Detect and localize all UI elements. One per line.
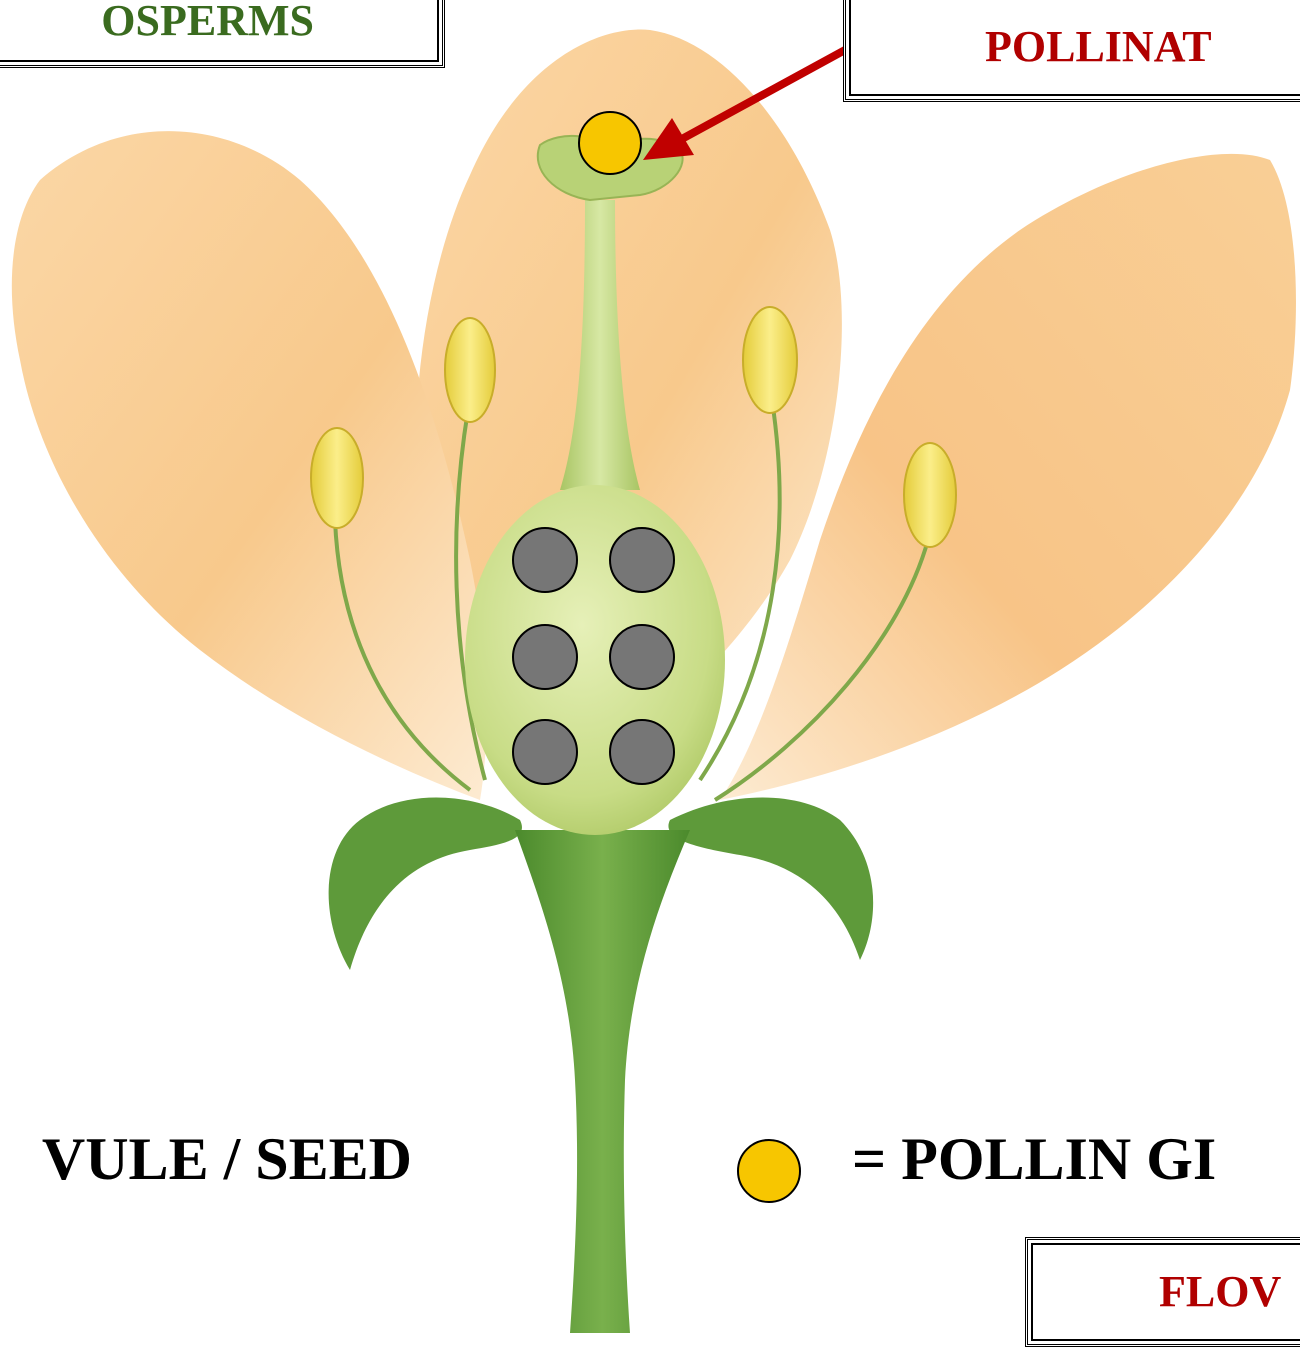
sepal-left bbox=[329, 798, 522, 971]
title-box: OSPERMS bbox=[0, 0, 445, 68]
pollination-text: POLLINAT bbox=[985, 21, 1212, 72]
sepal-right bbox=[668, 798, 873, 961]
stem bbox=[515, 830, 690, 1333]
title-text: OSPERMS bbox=[101, 0, 314, 46]
ovule-legend-text: VULE / SEED bbox=[42, 1125, 412, 1194]
ovule bbox=[513, 528, 577, 592]
ovule bbox=[610, 625, 674, 689]
ovule bbox=[610, 720, 674, 784]
pollination-box: POLLINAT bbox=[843, 0, 1300, 102]
petal-left bbox=[12, 131, 487, 800]
legend-pollen-symbol bbox=[738, 1140, 800, 1202]
flower-text: FLOV bbox=[1159, 1266, 1281, 1317]
ovary bbox=[465, 485, 725, 835]
ovule bbox=[513, 625, 577, 689]
ovule bbox=[513, 720, 577, 784]
flower-box: FLOV bbox=[1025, 1237, 1300, 1347]
pollen-grain bbox=[579, 112, 641, 174]
ovule bbox=[610, 528, 674, 592]
pollen-legend-text: = POLLIN GI bbox=[852, 1125, 1216, 1194]
